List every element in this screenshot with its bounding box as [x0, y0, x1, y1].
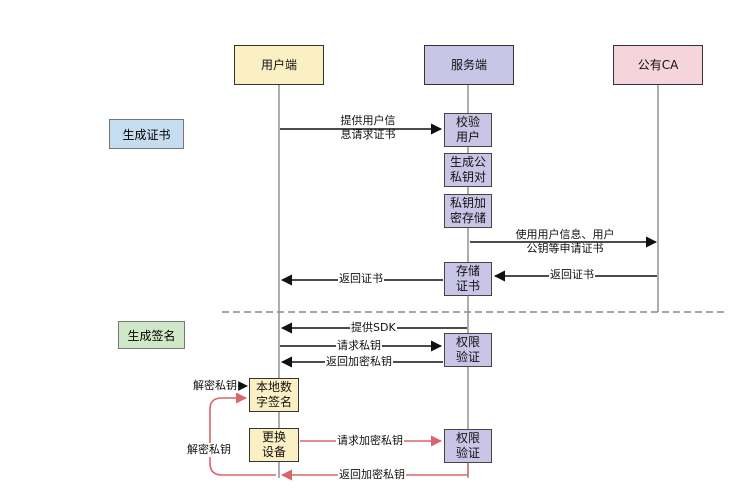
label-return-enc-key: 返回加密私钥 [325, 355, 393, 369]
step-local-sign: 本地数 字签名 [249, 378, 299, 412]
label-decrypt-key-2: 解密私钥 [186, 443, 232, 457]
actor-user: 用户端 [234, 45, 324, 85]
label-ca-request: 使用用户信息、用户 公钥等申请证书 [515, 228, 615, 255]
step-auth-2: 权限 验证 [444, 429, 492, 463]
step-encrypt-store: 私钥加 密存储 [444, 194, 492, 228]
step-gen-keypair: 生成公 私钥对 [444, 153, 492, 187]
actor-server: 服务端 [424, 45, 514, 85]
label-request-enc-key: 请求加密私钥 [336, 434, 404, 448]
step-verify-user: 校验 用户 [444, 113, 492, 147]
section-generate-cert: 生成证书 [109, 119, 184, 149]
actor-ca: 公有CA [613, 45, 703, 85]
label-request-key: 请求私钥 [336, 339, 382, 353]
label-request-cert: 提供用户信 息请求证书 [340, 114, 396, 141]
label-provide-sdk: 提供SDK [350, 321, 397, 335]
section-generate-sign: 生成签名 [118, 321, 185, 349]
step-change-device: 更换 设备 [249, 428, 299, 462]
label-return-cert: 返回证书 [338, 272, 384, 286]
label-return-enc-key-2: 返回加密私钥 [338, 468, 406, 482]
label-decrypt-key-1: 解密私钥 [192, 379, 238, 393]
step-auth-1: 权限 验证 [444, 333, 492, 367]
step-store-cert: 存储 证书 [444, 262, 492, 296]
label-ca-return: 返回证书 [549, 268, 595, 282]
arrow-decrypt-key-loop [209, 392, 276, 476]
